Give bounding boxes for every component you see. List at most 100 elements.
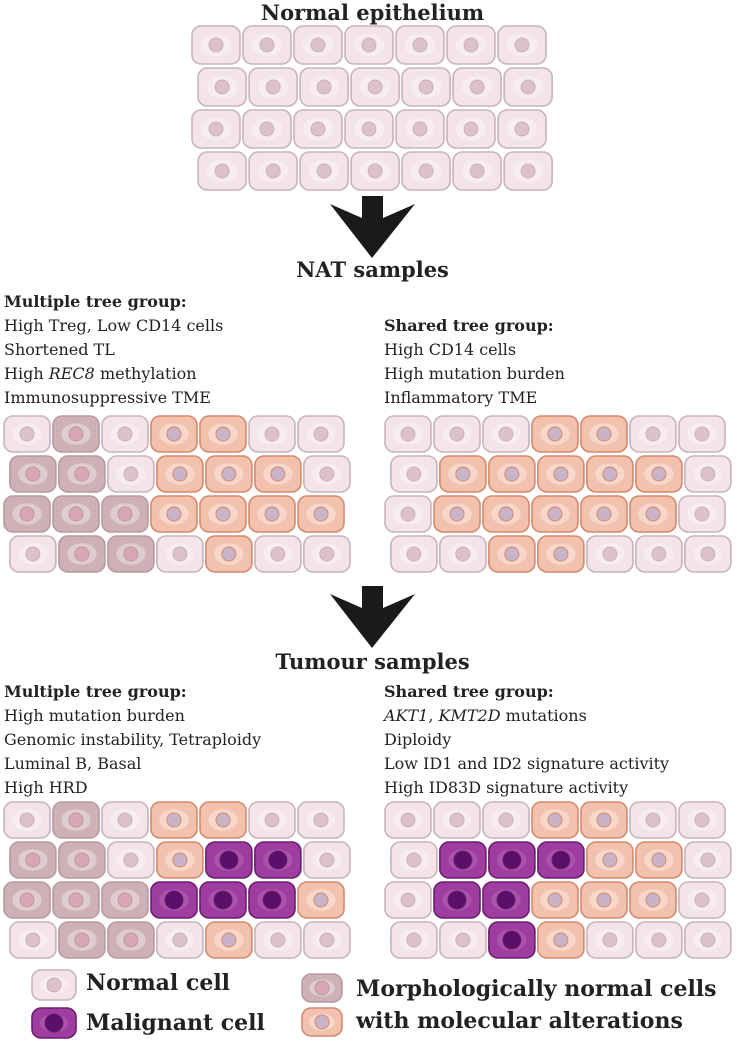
molecular-alteration-cell <box>635 841 683 879</box>
normal-cell <box>31 969 77 1001</box>
morphologically-normal-altered-cell <box>52 415 100 453</box>
normal-cell <box>293 109 343 149</box>
morphologically-normal-altered-cell <box>3 495 51 533</box>
tumour-shared-line: AKT1, KMT2D mutations <box>384 706 587 725</box>
molecular-alteration-cell <box>150 801 198 839</box>
molecular-alteration-cell <box>297 881 345 919</box>
normal-cell <box>684 841 732 879</box>
malignant-cell <box>537 841 585 879</box>
nat-multiple-tree-tissue <box>3 415 351 573</box>
nat-shared-line: Inflammatory TME <box>384 388 538 407</box>
normal-cell <box>303 921 351 959</box>
molecular-alteration-cell <box>199 495 247 533</box>
nat-multiple-line: High Treg, Low CD14 cells <box>4 316 224 335</box>
normal-cell <box>297 801 345 839</box>
nat-multiple-line: Immunosuppressive TME <box>4 388 211 407</box>
normal-cell <box>684 455 732 493</box>
normal-cell <box>401 151 451 191</box>
normal-epithelium-title: Normal epithelium <box>260 0 485 25</box>
normal-cell <box>350 151 400 191</box>
normal-cell <box>101 801 149 839</box>
molecular-alteration-cell <box>156 455 204 493</box>
molecular-alteration-cell <box>629 881 677 919</box>
normal-cell <box>384 415 432 453</box>
normal-cell <box>452 67 502 107</box>
molecular-alteration-cell <box>531 495 579 533</box>
legend-normal-cell-label: Normal cell <box>86 970 231 996</box>
molecular-alteration-cell <box>537 921 585 959</box>
molecular-alteration-cell <box>580 801 628 839</box>
normal-cell <box>350 67 400 107</box>
molecular-alteration-cell <box>580 415 628 453</box>
normal-cell <box>446 25 496 65</box>
molecular-alteration-cell <box>150 415 198 453</box>
nat-multiple-tree-text: Multiple tree group: High Treg, Low CD14… <box>4 290 223 410</box>
normal-cell <box>678 881 726 919</box>
normal-cell <box>433 801 481 839</box>
molecular-alteration-cell <box>531 415 579 453</box>
normal-cell <box>395 25 445 65</box>
normal-cell <box>344 109 394 149</box>
normal-cell <box>248 151 298 191</box>
normal-cell <box>635 535 683 573</box>
normal-cell <box>401 67 451 107</box>
normal-cell <box>497 25 547 65</box>
molecular-alteration-cell <box>629 495 677 533</box>
normal-cell <box>629 801 677 839</box>
molecular-alteration-cell <box>433 495 481 533</box>
morphologically-normal-altered-cell <box>107 535 155 573</box>
molecular-alteration-cell <box>482 495 530 533</box>
nat-shared-tree-tissue <box>384 415 732 573</box>
morphologically-normal-altered-cell <box>52 495 100 533</box>
normal-cell <box>629 415 677 453</box>
normal-cell <box>586 535 634 573</box>
morphologically-normal-altered-cell <box>101 881 149 919</box>
normal-cell-icon <box>31 969 77 1001</box>
malignant-cell <box>433 881 481 919</box>
down-arrow-icon <box>330 586 415 648</box>
molecular-alteration-cell <box>248 495 296 533</box>
tumour-multiple-tree-tissue <box>3 801 351 959</box>
normal-cell <box>439 921 487 959</box>
tumour-multiple-line: Luminal B, Basal <box>4 754 142 773</box>
down-arrow-icon <box>330 196 415 258</box>
normal-cell <box>482 415 530 453</box>
malignant-cell <box>488 841 536 879</box>
molecular-alteration-cell <box>488 535 536 573</box>
morphologically-normal-altered-cell <box>301 973 343 1003</box>
morphologically-normal-altered-cell <box>107 921 155 959</box>
normal-cell <box>107 455 155 493</box>
tumour-shared-line: High ID83D signature activity <box>384 778 629 797</box>
tumour-shared-tree-tissue <box>384 801 732 959</box>
molecular-alteration-cell <box>580 881 628 919</box>
tumour-multiple-tree-heading: Multiple tree group: <box>4 682 187 701</box>
normal-cell <box>293 25 343 65</box>
molecular-alteration-cell <box>205 455 253 493</box>
morphologically-normal-altered-cell <box>52 881 100 919</box>
normal-cell <box>197 67 247 107</box>
normal-cell <box>107 841 155 879</box>
normal-cell <box>299 67 349 107</box>
normal-cell <box>254 921 302 959</box>
normal-cell <box>299 151 349 191</box>
tumour-multiple-line: High mutation burden <box>4 706 185 725</box>
normal-cell <box>248 415 296 453</box>
malignant-cell-icon <box>31 1007 77 1039</box>
morphologically-normal-altered-cell <box>101 495 149 533</box>
malignant-cell <box>199 881 247 919</box>
normal-cell <box>242 25 292 65</box>
molecular-alteration-cell <box>488 455 536 493</box>
normal-cell <box>303 455 351 493</box>
normal-cell <box>452 151 502 191</box>
tumour-multiple-line: High HRD <box>4 778 88 797</box>
malignant-cell <box>254 841 302 879</box>
normal-cell <box>678 801 726 839</box>
molecular-alteration-cell-icon <box>301 1007 343 1037</box>
nat-multiple-line: Shortened TL <box>4 340 115 359</box>
normal-cell <box>156 535 204 573</box>
morphologically-normal-altered-cell <box>58 455 106 493</box>
tumour-shared-tree-text: Shared tree group: AKT1, KMT2D mutations… <box>384 680 669 800</box>
normal-cell <box>503 67 553 107</box>
molecular-alteration-cell <box>205 921 253 959</box>
molecular-alteration-cell <box>580 495 628 533</box>
